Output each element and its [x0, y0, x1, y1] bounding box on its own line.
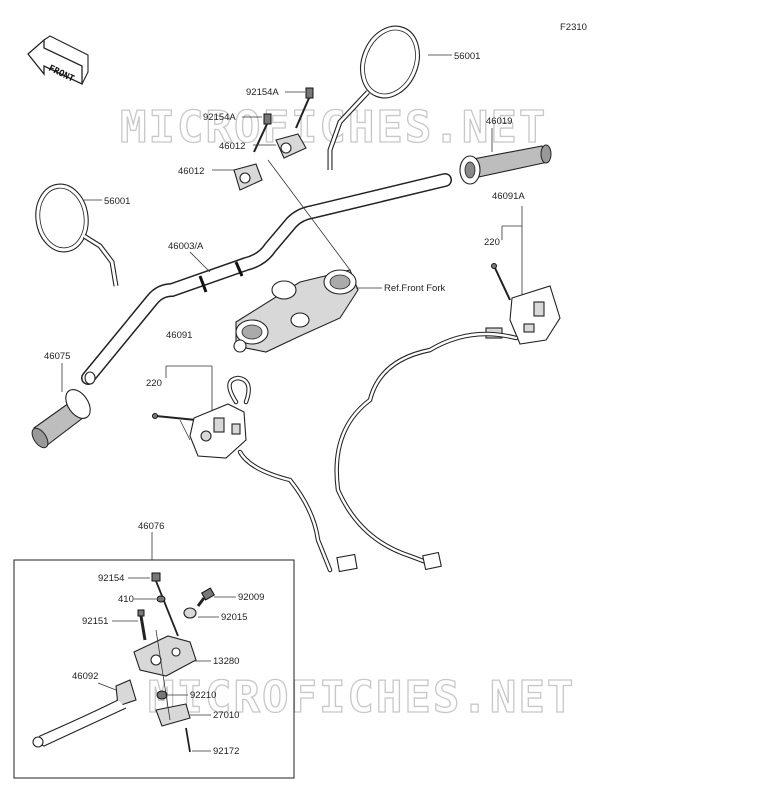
- label-handlebar: 46003/A: [168, 241, 204, 252]
- label-bolt-a-top: 92154A: [246, 87, 279, 98]
- label-inset-92172: 92172: [213, 746, 239, 757]
- bolt-92154a-upper: [295, 87, 314, 129]
- connector-left: [336, 553, 358, 573]
- mirror-right: [327, 25, 420, 170]
- label-inset-92151: 92151: [82, 616, 108, 627]
- label-screw-right: 220: [484, 237, 500, 248]
- label-switch-left: 46091: [166, 330, 192, 341]
- handlebar-holder-upper: [275, 133, 307, 159]
- label-inset-92154: 92154: [98, 573, 124, 584]
- bolt-92154a-lower: [253, 113, 272, 153]
- label-inset-92210: 92210: [190, 690, 216, 701]
- inset-frame: [13, 559, 295, 779]
- grip-left: [31, 389, 91, 449]
- connector-right: [422, 551, 442, 571]
- switch-housing-left: [189, 403, 247, 459]
- label-grip-left: 46075: [44, 351, 70, 362]
- label-bolt-a-second: 92154A: [203, 112, 236, 123]
- label-inset-46092: 46092: [72, 671, 98, 682]
- figure-code: F2310: [560, 22, 587, 33]
- label-lever-assy: 46076: [138, 521, 164, 532]
- mirror-left: [35, 183, 119, 287]
- washer-410: [156, 595, 166, 603]
- holder-27010: [155, 703, 191, 727]
- screw-92009: [196, 587, 216, 607]
- label-holder-lower: 46012: [178, 166, 204, 177]
- bolt-92151: [137, 609, 147, 641]
- lever-46092: [32, 679, 137, 748]
- label-screw-left: 220: [146, 378, 162, 389]
- label-inset-410: 410: [118, 594, 134, 605]
- label-switch-right: 46091A: [492, 191, 525, 202]
- handlebar: [81, 173, 452, 385]
- watermark-bottom: MICROFICHES.NET: [148, 672, 575, 723]
- front-arrow-icon: FRONT: [27, 35, 89, 86]
- bolt-92154: [151, 572, 179, 637]
- label-holder-upper: 46012: [219, 141, 245, 152]
- label-inset-92015: 92015: [221, 612, 247, 623]
- label-inset-92009: 92009: [238, 592, 264, 603]
- label-inset-27010: 27010: [213, 710, 239, 721]
- label-mirror-left: 56001: [104, 196, 130, 207]
- screw-220-right: [491, 263, 511, 301]
- grip-right: [459, 144, 552, 185]
- collar-92015: [183, 607, 197, 619]
- label-inset-13280: 13280: [213, 656, 239, 667]
- screw-220-left: [152, 413, 197, 421]
- pin-92172: [185, 727, 191, 753]
- handlebar-holder-lower: [233, 163, 263, 191]
- spacer-92210: [156, 690, 168, 700]
- label-mirror-right: 56001: [454, 51, 480, 62]
- label-grip-right: 46019: [486, 116, 512, 127]
- label-ref-front-fork: Ref.Front Fork: [384, 283, 445, 294]
- top-bracket: [233, 269, 359, 353]
- lever-bracket-13280: [133, 635, 197, 677]
